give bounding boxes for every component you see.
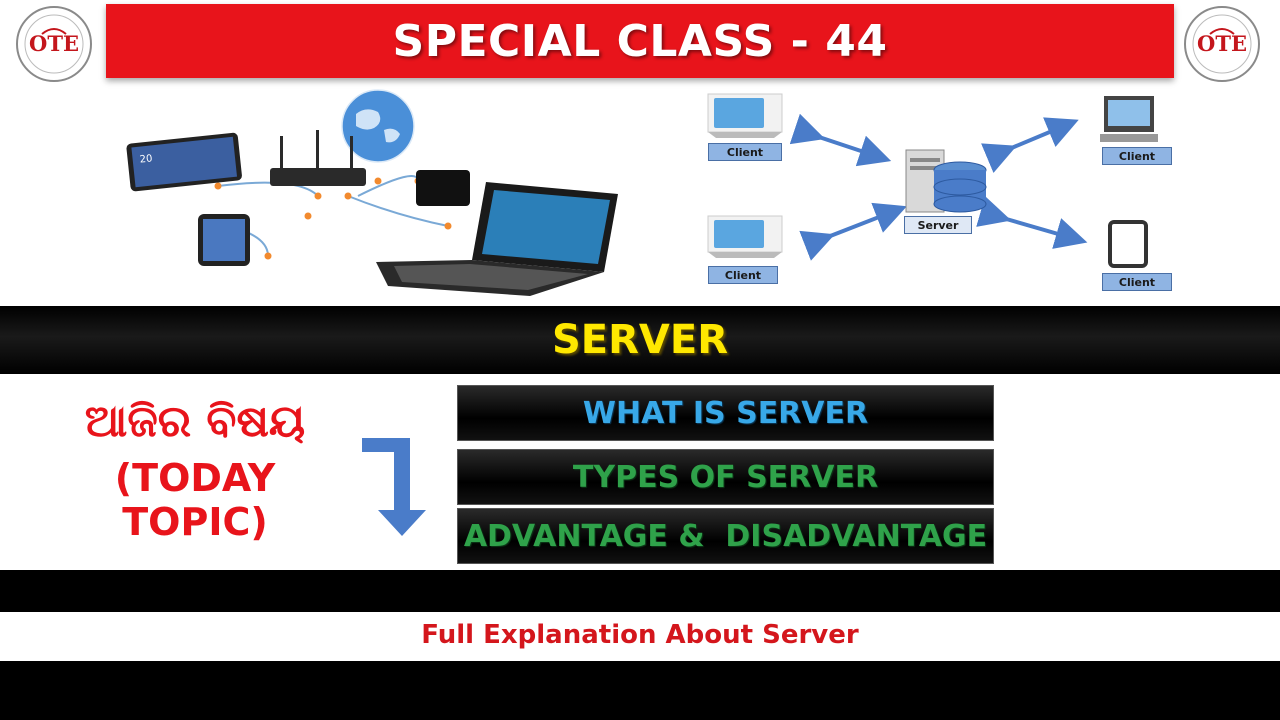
topic-item-advantage-disadvantage: ADVANTAGE & DISADVANTAGE	[457, 508, 994, 564]
client-label-bottom-right: Client	[1102, 273, 1172, 291]
ote-logo-right: OTE	[1182, 4, 1262, 84]
odia-heading: ଆଜିର ବିଷୟ	[84, 396, 306, 447]
logo-text: OTE	[1197, 31, 1247, 56]
client-label-top-right: Client	[1102, 147, 1172, 165]
subtitle: Full Explanation About Server	[421, 620, 859, 650]
bottom-band-upper	[0, 570, 1280, 612]
server-band: SERVER	[0, 306, 1280, 374]
section-title: SERVER	[551, 317, 728, 363]
topic-item-label: ADVANTAGE & DISADVANTAGE	[463, 518, 988, 554]
client-label-bottom-left: Client	[708, 266, 778, 284]
logo-text: OTE	[29, 31, 79, 56]
down-arrow-icon	[358, 432, 442, 540]
svg-text:20: 20	[139, 153, 153, 165]
bottom-band-lower	[0, 661, 1280, 720]
topic-item-label: TYPES OF SERVER	[572, 459, 879, 495]
page-title: SPECIAL CLASS - 44	[392, 15, 888, 67]
topic-item-label: WHAT IS SERVER	[582, 395, 869, 431]
client-label-top-left: Client	[708, 143, 782, 161]
topic-item-what-is-server: WHAT IS SERVER	[457, 385, 994, 441]
today-topic-label: (TODAY TOPIC)	[114, 456, 276, 544]
network-illustration: 20	[118, 86, 628, 298]
topic-item-types-of-server: TYPES OF SERVER	[457, 449, 994, 505]
title-bar: SPECIAL CLASS - 44	[106, 4, 1174, 78]
client-server-diagram: Client Client Client Client Server	[700, 86, 1184, 298]
ote-logo-left: OTE	[14, 4, 94, 84]
server-label: Server	[904, 216, 972, 234]
